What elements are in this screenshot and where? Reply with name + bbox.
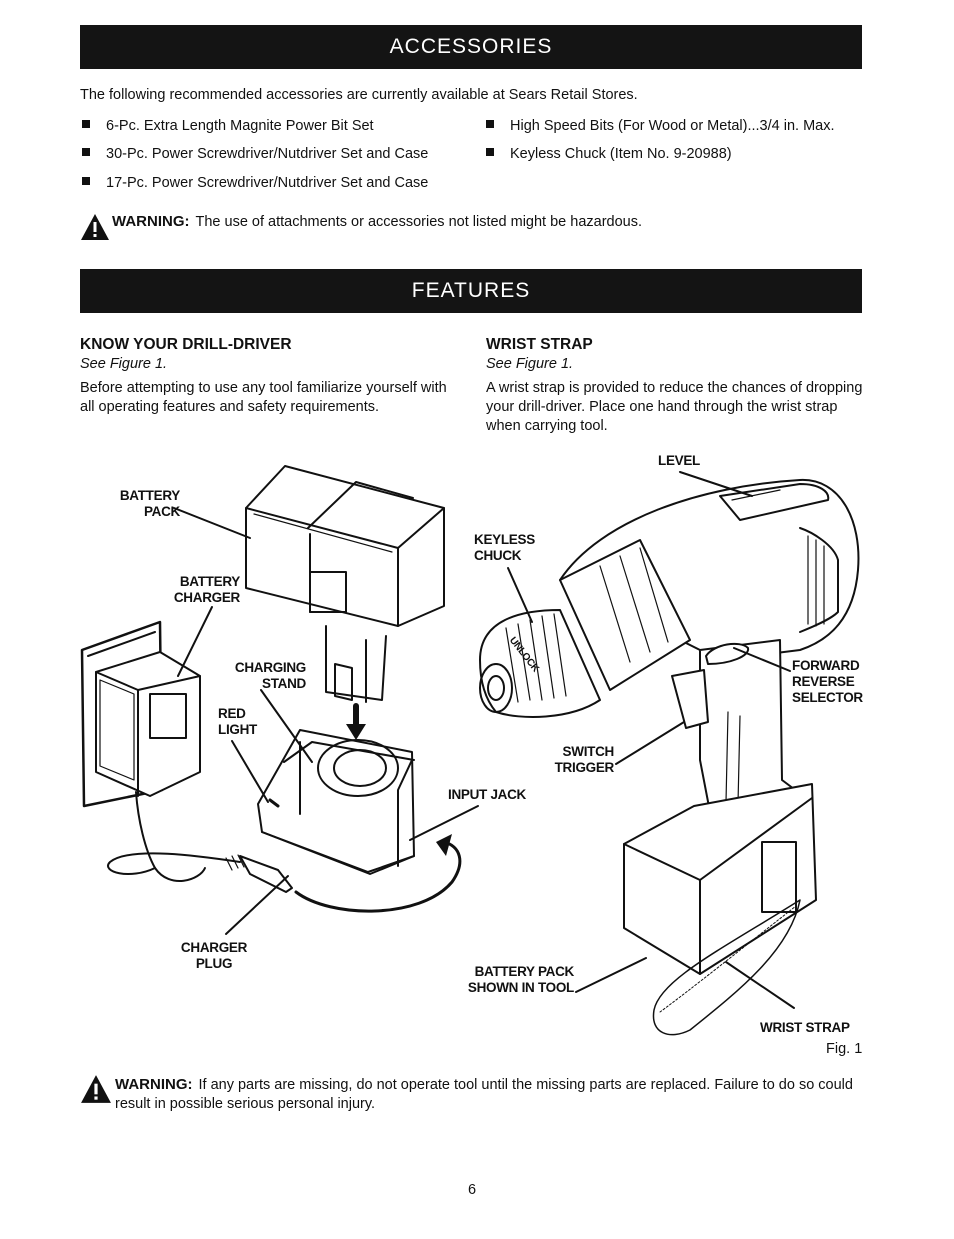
warning-triangle-icon bbox=[81, 214, 109, 240]
strap-see-figure: See Figure 1. bbox=[486, 356, 574, 372]
accessories-title: ACCESSORIES bbox=[389, 35, 553, 58]
accessory-item: 30-Pc. Power Screwdriver/Nutdriver Set a… bbox=[82, 145, 428, 164]
bullet-square-icon bbox=[486, 148, 494, 156]
bottom-warning: WARNING:If any parts are missing, do not… bbox=[115, 1075, 867, 1114]
bullet-square-icon bbox=[486, 120, 494, 128]
label-charging-stand: CHARGING STAND bbox=[234, 660, 306, 691]
accessories-heading-bar: ACCESSORIES bbox=[80, 25, 862, 69]
charging-stand-drawing bbox=[257, 729, 462, 913]
label-battery-charger: BATTERY CHARGER bbox=[173, 574, 240, 605]
label-wrist-strap: WRIST STRAP bbox=[760, 1020, 850, 1035]
accessory-item: 17-Pc. Power Screwdriver/Nutdriver Set a… bbox=[82, 174, 428, 193]
bullet-square-icon bbox=[82, 177, 90, 185]
know-body: Before attempting to use any tool famili… bbox=[80, 380, 447, 415]
page-number: 6 bbox=[468, 1182, 477, 1198]
accessory-item: 6-Pc. Extra Length Magnite Power Bit Set bbox=[82, 117, 374, 136]
accessories-warning: WARNING: The use of attachments or access… bbox=[112, 212, 642, 232]
chuck-unlock-text: UNLOCK bbox=[506, 635, 541, 675]
know-see-figure: See Figure 1. bbox=[80, 356, 168, 372]
warning-text: If any parts are missing, do not operate… bbox=[115, 1077, 853, 1112]
strap-heading: WRIST STRAP bbox=[486, 336, 593, 353]
warning-label: WARNING: bbox=[115, 1076, 193, 1093]
label-battery-pack: BATTERY PACK bbox=[119, 488, 180, 519]
label-keyless-chuck: KEYLESS CHUCK bbox=[474, 532, 535, 563]
figure-caption: Fig. 1 bbox=[826, 1041, 863, 1057]
accessories-intro: The following recommended accessories ar… bbox=[80, 87, 638, 103]
know-heading: KNOW YOUR DRILL-DRIVER bbox=[80, 336, 292, 353]
accessory-item: Keyless Chuck (Item No. 9-20988) bbox=[486, 145, 732, 164]
label-forward-reverse-selector: FORWARD REVERSE SELECTOR bbox=[792, 658, 863, 705]
warning-label: WARNING: bbox=[112, 213, 190, 230]
features-heading-bar: FEATURES bbox=[80, 269, 862, 313]
label-red-light: RED LIGHT bbox=[218, 706, 257, 737]
accessory-item: High Speed Bits (For Wood or Metal)...3/… bbox=[486, 117, 835, 136]
label-input-jack: INPUT JACK bbox=[448, 787, 527, 802]
label-switch-trigger: SWITCH TRIGGER bbox=[554, 744, 615, 775]
label-charger-plug: CHARGER PLUG bbox=[180, 940, 248, 971]
label-level: LEVEL bbox=[658, 453, 701, 468]
bullet-square-icon bbox=[82, 120, 90, 128]
warning-triangle-icon bbox=[81, 1075, 111, 1103]
warning-text: The use of attachments or accessories no… bbox=[195, 214, 643, 230]
features-title: FEATURES bbox=[411, 279, 531, 302]
label-battery-pack-in-tool: BATTERY PACK SHOWN IN TOOL bbox=[467, 964, 574, 995]
bullet-square-icon bbox=[82, 148, 90, 156]
insert-arrow-head-icon bbox=[346, 724, 366, 740]
strap-body: A wrist strap is provided to reduce the … bbox=[486, 380, 863, 434]
